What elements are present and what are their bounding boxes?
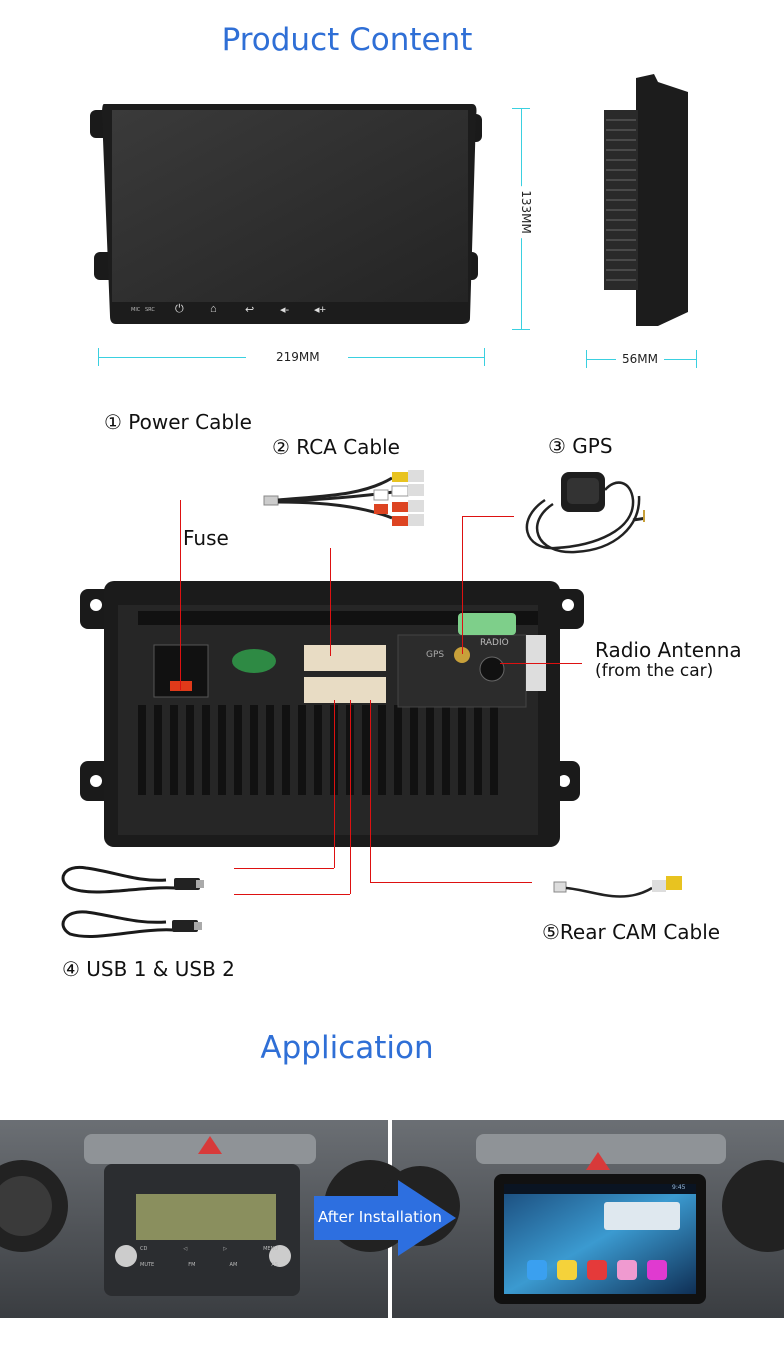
gps-antenna-image — [525, 472, 645, 554]
cam-leader-vertical — [370, 700, 371, 882]
width-dimension-line-left — [98, 357, 246, 358]
src-label: SRC — [145, 307, 155, 313]
height-dimension-label: 133MM — [518, 186, 533, 238]
usb-leader-horizontal-2 — [234, 894, 350, 895]
width-dimension-label: 219MM — [276, 350, 320, 364]
rear-cam-cable-label: ⑤Rear CAM Cable — [542, 920, 721, 944]
gps-leader-vertical — [462, 516, 463, 654]
rca-cable-image — [263, 470, 424, 526]
width-dimension-right-tick — [484, 348, 485, 366]
depth-dimension-line-right — [664, 359, 696, 360]
rca-leader-vertical — [330, 548, 331, 656]
antenna-leader-horizontal — [500, 663, 582, 664]
old-radio-buttons-top: CD ◁ ▷ MENU — [140, 1246, 278, 1252]
rca-cable-label: ② RCA Cable — [272, 435, 400, 459]
old-radio-button-label: ▷ — [223, 1246, 228, 1252]
home-icon: ⌂ — [210, 303, 217, 315]
usb-cable-label: ④ USB 1 & USB 2 — [62, 957, 235, 981]
volume-up-icon: ◂+ — [314, 304, 326, 316]
cam-leader-horizontal — [370, 882, 532, 883]
fuse-label: Fuse — [183, 526, 229, 550]
application-heading: Application — [260, 1030, 434, 1066]
width-dimension-line-right — [348, 357, 484, 358]
head-unit-back-image — [80, 581, 584, 847]
usb-leader-horizontal-1 — [234, 868, 334, 869]
width-dimension-left-tick — [98, 348, 99, 366]
usb-leader-vertical-1 — [334, 700, 335, 868]
product-content-heading: Product Content — [221, 22, 473, 58]
power-cable-label: ① Power Cable — [104, 410, 252, 434]
old-radio-buttons-bottom: MUTE FM AM AS — [140, 1262, 278, 1268]
head-unit-side-image — [604, 74, 688, 326]
radio-antenna-note: (from the car) — [595, 661, 714, 681]
depth-dimension-right-tick — [696, 350, 697, 368]
fuse-leader-vertical — [180, 500, 181, 690]
gps-port-label: GPS — [426, 650, 445, 660]
radio-port-label: RADIO — [480, 638, 509, 648]
old-radio-button-label: AM — [229, 1262, 238, 1268]
height-dimension-bottom-tick — [512, 329, 530, 330]
radio-antenna-label: Radio Antenna — [595, 638, 742, 662]
old-radio-button-label: MENU — [263, 1246, 278, 1252]
gps-label: ③ GPS — [548, 434, 613, 458]
volume-down-icon: ◂- — [280, 304, 290, 316]
screen-time: 9:45 — [672, 1184, 686, 1191]
old-radio-button-label: ◁ — [183, 1246, 188, 1252]
back-icon: ↩ — [245, 304, 255, 316]
depth-dimension-label: 56MM — [622, 352, 658, 366]
usb-leader-vertical-2 — [350, 700, 351, 894]
depth-dimension-line-left — [586, 359, 616, 360]
head-unit-front-image — [90, 104, 482, 324]
dashboard-comparison-image — [0, 1120, 784, 1318]
after-installation-label: After Installation — [318, 1208, 442, 1226]
old-radio-button-label: MUTE — [140, 1262, 155, 1268]
depth-dimension-left-tick — [586, 350, 587, 368]
old-radio-button-label: FM — [188, 1262, 196, 1268]
power-icon: ⏻ — [175, 303, 184, 315]
usb-cables-image — [61, 865, 204, 938]
height-dimension-top-tick — [512, 108, 530, 109]
gps-leader-horizontal — [462, 516, 514, 517]
mic-label: MIC — [131, 307, 141, 313]
old-radio-button-label: AS — [271, 1262, 278, 1268]
old-radio-button-label: CD — [140, 1246, 148, 1252]
rear-cam-cable-image — [553, 876, 682, 898]
